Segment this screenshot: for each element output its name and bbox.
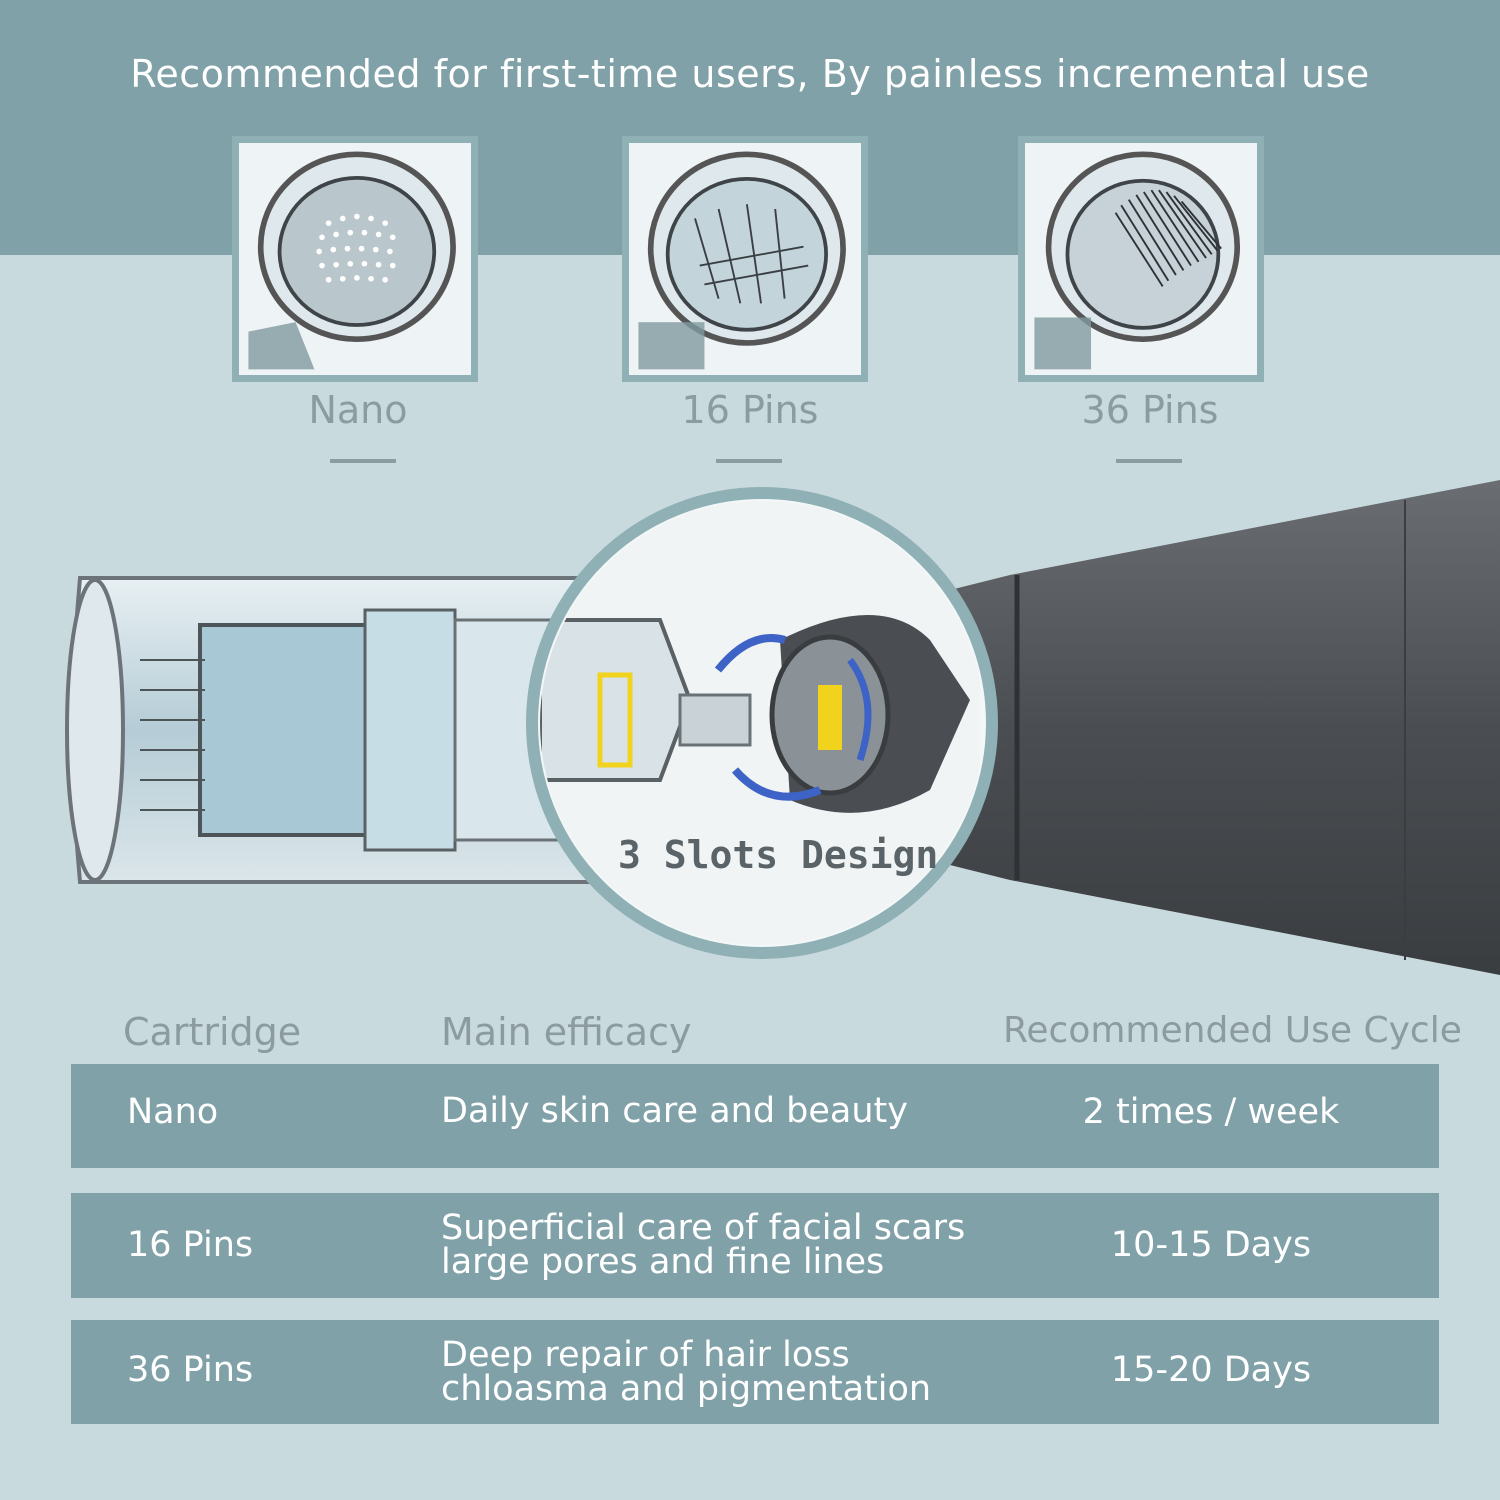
headline: Recommended for first-time users, By pai… [130, 52, 1370, 96]
row-cartridge: 36 Pins [127, 1350, 254, 1390]
row-cycle: 2 times / week [1082, 1092, 1340, 1132]
label-divider [716, 459, 782, 463]
row-efficacy-line1: Superficial care of facial scars [441, 1208, 966, 1248]
row-efficacy-line2: large pores and fine lines [441, 1242, 885, 1282]
label-divider [1116, 459, 1182, 463]
header-efficacy: Main efficacy [441, 1010, 692, 1054]
row-cycle: 10-15 Days [1110, 1225, 1312, 1265]
handle [870, 480, 1500, 975]
header-cycle: Recommended Use Cycle [1003, 1010, 1462, 1051]
row-cycle: 15-20 Days [1110, 1350, 1312, 1390]
label-divider [330, 459, 396, 463]
row-efficacy-line2: chloasma and pigmentation [441, 1369, 932, 1409]
row-efficacy-line1: Deep repair of hair loss [441, 1335, 850, 1375]
cartridge-label-16-pins: 16 Pins [681, 388, 819, 432]
magnifier-caption: 3 Slots Design [618, 833, 938, 877]
table-row: 36 Pins Deep repair of hair loss chloasm… [71, 1320, 1439, 1424]
cartridge-image-nano [232, 136, 478, 382]
header-cartridge: Cartridge [123, 1010, 302, 1054]
cartridge-label-36-pins: 36 Pins [1081, 388, 1219, 432]
table-row: 16 Pins Superficial care of facial scars… [71, 1193, 1439, 1298]
cartridge-image-36-pins [1018, 136, 1264, 382]
cartridge-label-nano: Nano [308, 388, 408, 432]
cartridge-image-16-pins [622, 136, 868, 382]
table-row: Nano Daily skin care and beauty 2 times … [71, 1064, 1439, 1168]
row-cartridge: Nano [127, 1092, 219, 1132]
row-efficacy: Daily skin care and beauty [441, 1091, 908, 1131]
device-illustration: 3 Slots Design [65, 480, 1500, 975]
row-cartridge: 16 Pins [127, 1225, 254, 1265]
